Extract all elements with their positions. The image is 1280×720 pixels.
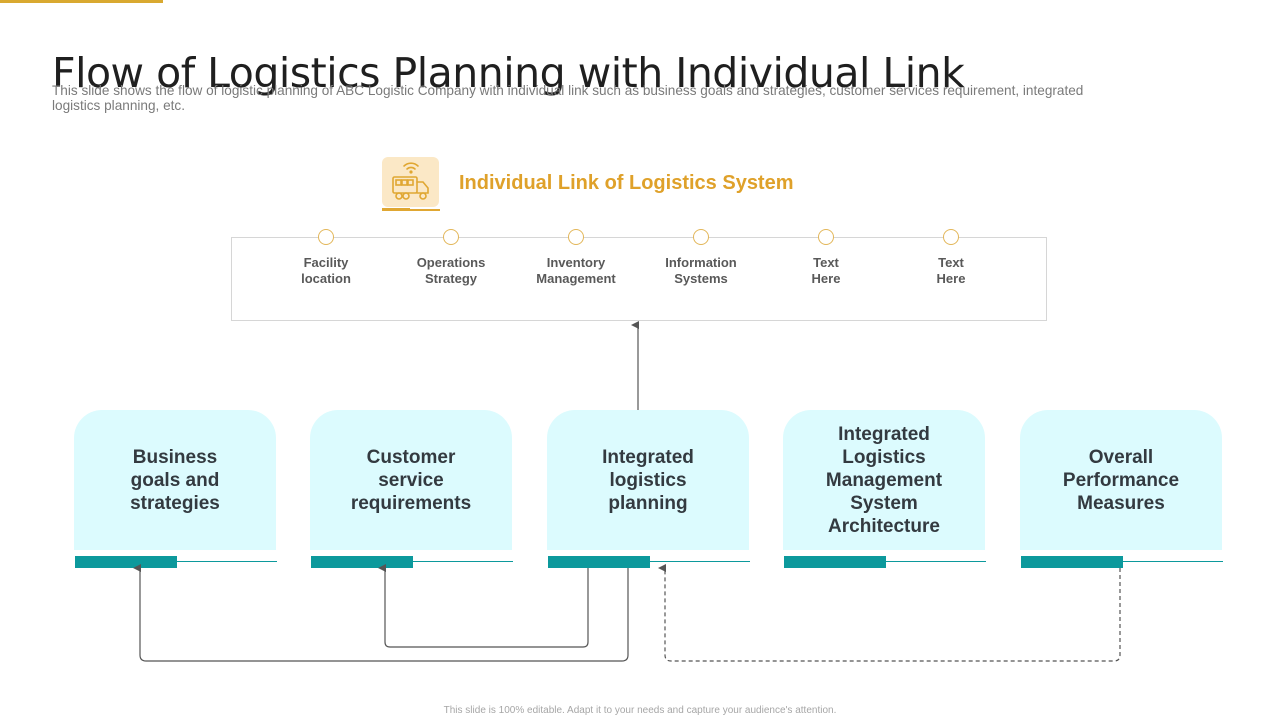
circle-marker-icon xyxy=(568,229,584,245)
card-accent-bar xyxy=(311,556,413,568)
system-title: Individual Link of Logistics System xyxy=(459,172,794,194)
slide-footer: This slide is 100% editable. Adapt it to… xyxy=(443,705,837,716)
card-accent-line xyxy=(1122,561,1223,562)
card-label: Integrated Logistics Management System A… xyxy=(825,423,943,537)
circle-marker-icon xyxy=(443,229,459,245)
card-integrated-planning: Integrated logistics planning xyxy=(547,410,749,550)
card-business-goals: Business goals and strategies xyxy=(74,410,276,550)
card-performance-measures: Overall Performance Measures xyxy=(1020,410,1222,550)
card-accent-bar xyxy=(784,556,886,568)
icon-underline xyxy=(382,208,440,211)
card-system-architecture: Integrated Logistics Management System A… xyxy=(783,410,985,550)
individual-links-panel xyxy=(231,237,1047,321)
card-label: Integrated logistics planning xyxy=(602,446,694,514)
slide-subtitle: This slide shows the flow of logistic pl… xyxy=(52,83,1084,113)
dashed-feedback-arrow xyxy=(658,564,1121,662)
card-label: Overall Performance Measures xyxy=(1062,446,1180,514)
circle-marker-icon xyxy=(818,229,834,245)
circle-marker-icon xyxy=(693,229,709,245)
card-label: Business goals and strategies xyxy=(130,446,220,514)
circle-marker-icon xyxy=(943,229,959,245)
card-accent-line xyxy=(176,561,277,562)
circle-marker-icon xyxy=(318,229,334,245)
delivery-truck-wifi-icon xyxy=(382,157,439,207)
card-accent-bar xyxy=(548,556,650,568)
card-accent-line xyxy=(885,561,986,562)
top-accent-bar xyxy=(0,0,163,3)
card-accent-line xyxy=(649,561,750,562)
card-label: Customer service requirements xyxy=(350,446,472,514)
arrow-to-business-goals xyxy=(133,564,629,662)
card-accent-bar xyxy=(75,556,177,568)
card-accent-bar xyxy=(1021,556,1123,568)
arrow-to-customer-service xyxy=(378,564,589,648)
card-accent-line xyxy=(412,561,513,562)
card-customer-service: Customer service requirements xyxy=(310,410,512,550)
slide-title: Flow of Logistics Planning with Individu… xyxy=(52,49,965,98)
